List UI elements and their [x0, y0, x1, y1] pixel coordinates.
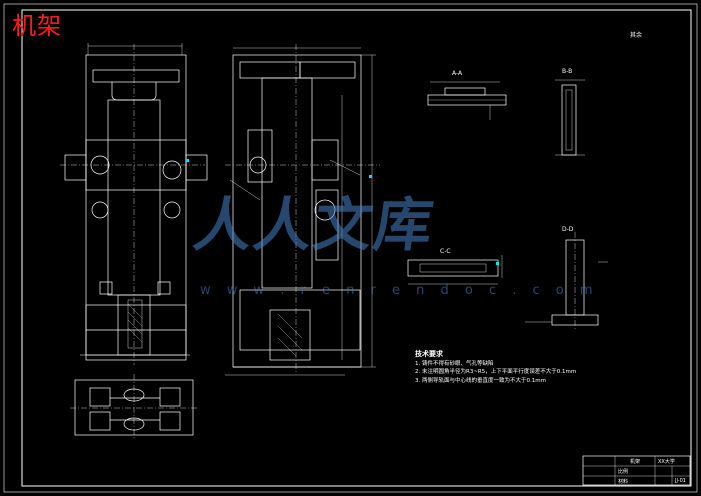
watermark-text: 人人文库	[189, 191, 440, 259]
title-block-drawing-no: JJ-01	[675, 478, 686, 484]
title-block-part-name: 机架	[630, 459, 641, 465]
detail-b-b	[555, 79, 585, 156]
side-view	[225, 44, 380, 376]
tech-req-item: 1. 铸件不得有砂眼、气孔等缺陷	[415, 360, 494, 367]
roughness-note: 其余	[630, 32, 643, 39]
title-block-scale-label: 比例	[618, 469, 629, 475]
detail-d-d	[525, 232, 608, 330]
section-label-b: B-B	[562, 68, 573, 75]
front-view	[60, 43, 208, 365]
title-block-school: XX大学	[658, 459, 675, 465]
section-label-c: C-C	[440, 248, 451, 255]
section-label-a: A-A	[452, 70, 463, 77]
outer-border	[3, 3, 698, 493]
watermark-url: w w w . r e n r e n d o c . c o m	[200, 283, 599, 298]
detail-a-a	[427, 81, 507, 120]
inner-border	[21, 9, 692, 487]
drawing-title: 机架	[12, 12, 62, 40]
detail-c-c	[407, 255, 503, 285]
tech-req-item: 2. 未注明圆角半径为R3~R5，上下平面平行度误差不大于0.1mm	[415, 369, 577, 375]
title-block	[582, 455, 691, 486]
top-view	[70, 374, 198, 440]
section-label-d: D-D	[562, 226, 574, 233]
title-block-material-label: 材料	[618, 479, 629, 485]
tech-req-item: 3. 两侧导轨面与中心线的垂直度一致为不大于0.1mm	[415, 377, 546, 384]
technical-requirements: 技术要求 1. 铸件不得有砂眼、气孔等缺陷 2. 未注明圆角半径为R3~R5，上…	[415, 350, 576, 385]
section-markers	[186, 159, 499, 265]
technical-requirements-heading: 技术要求	[415, 350, 443, 358]
